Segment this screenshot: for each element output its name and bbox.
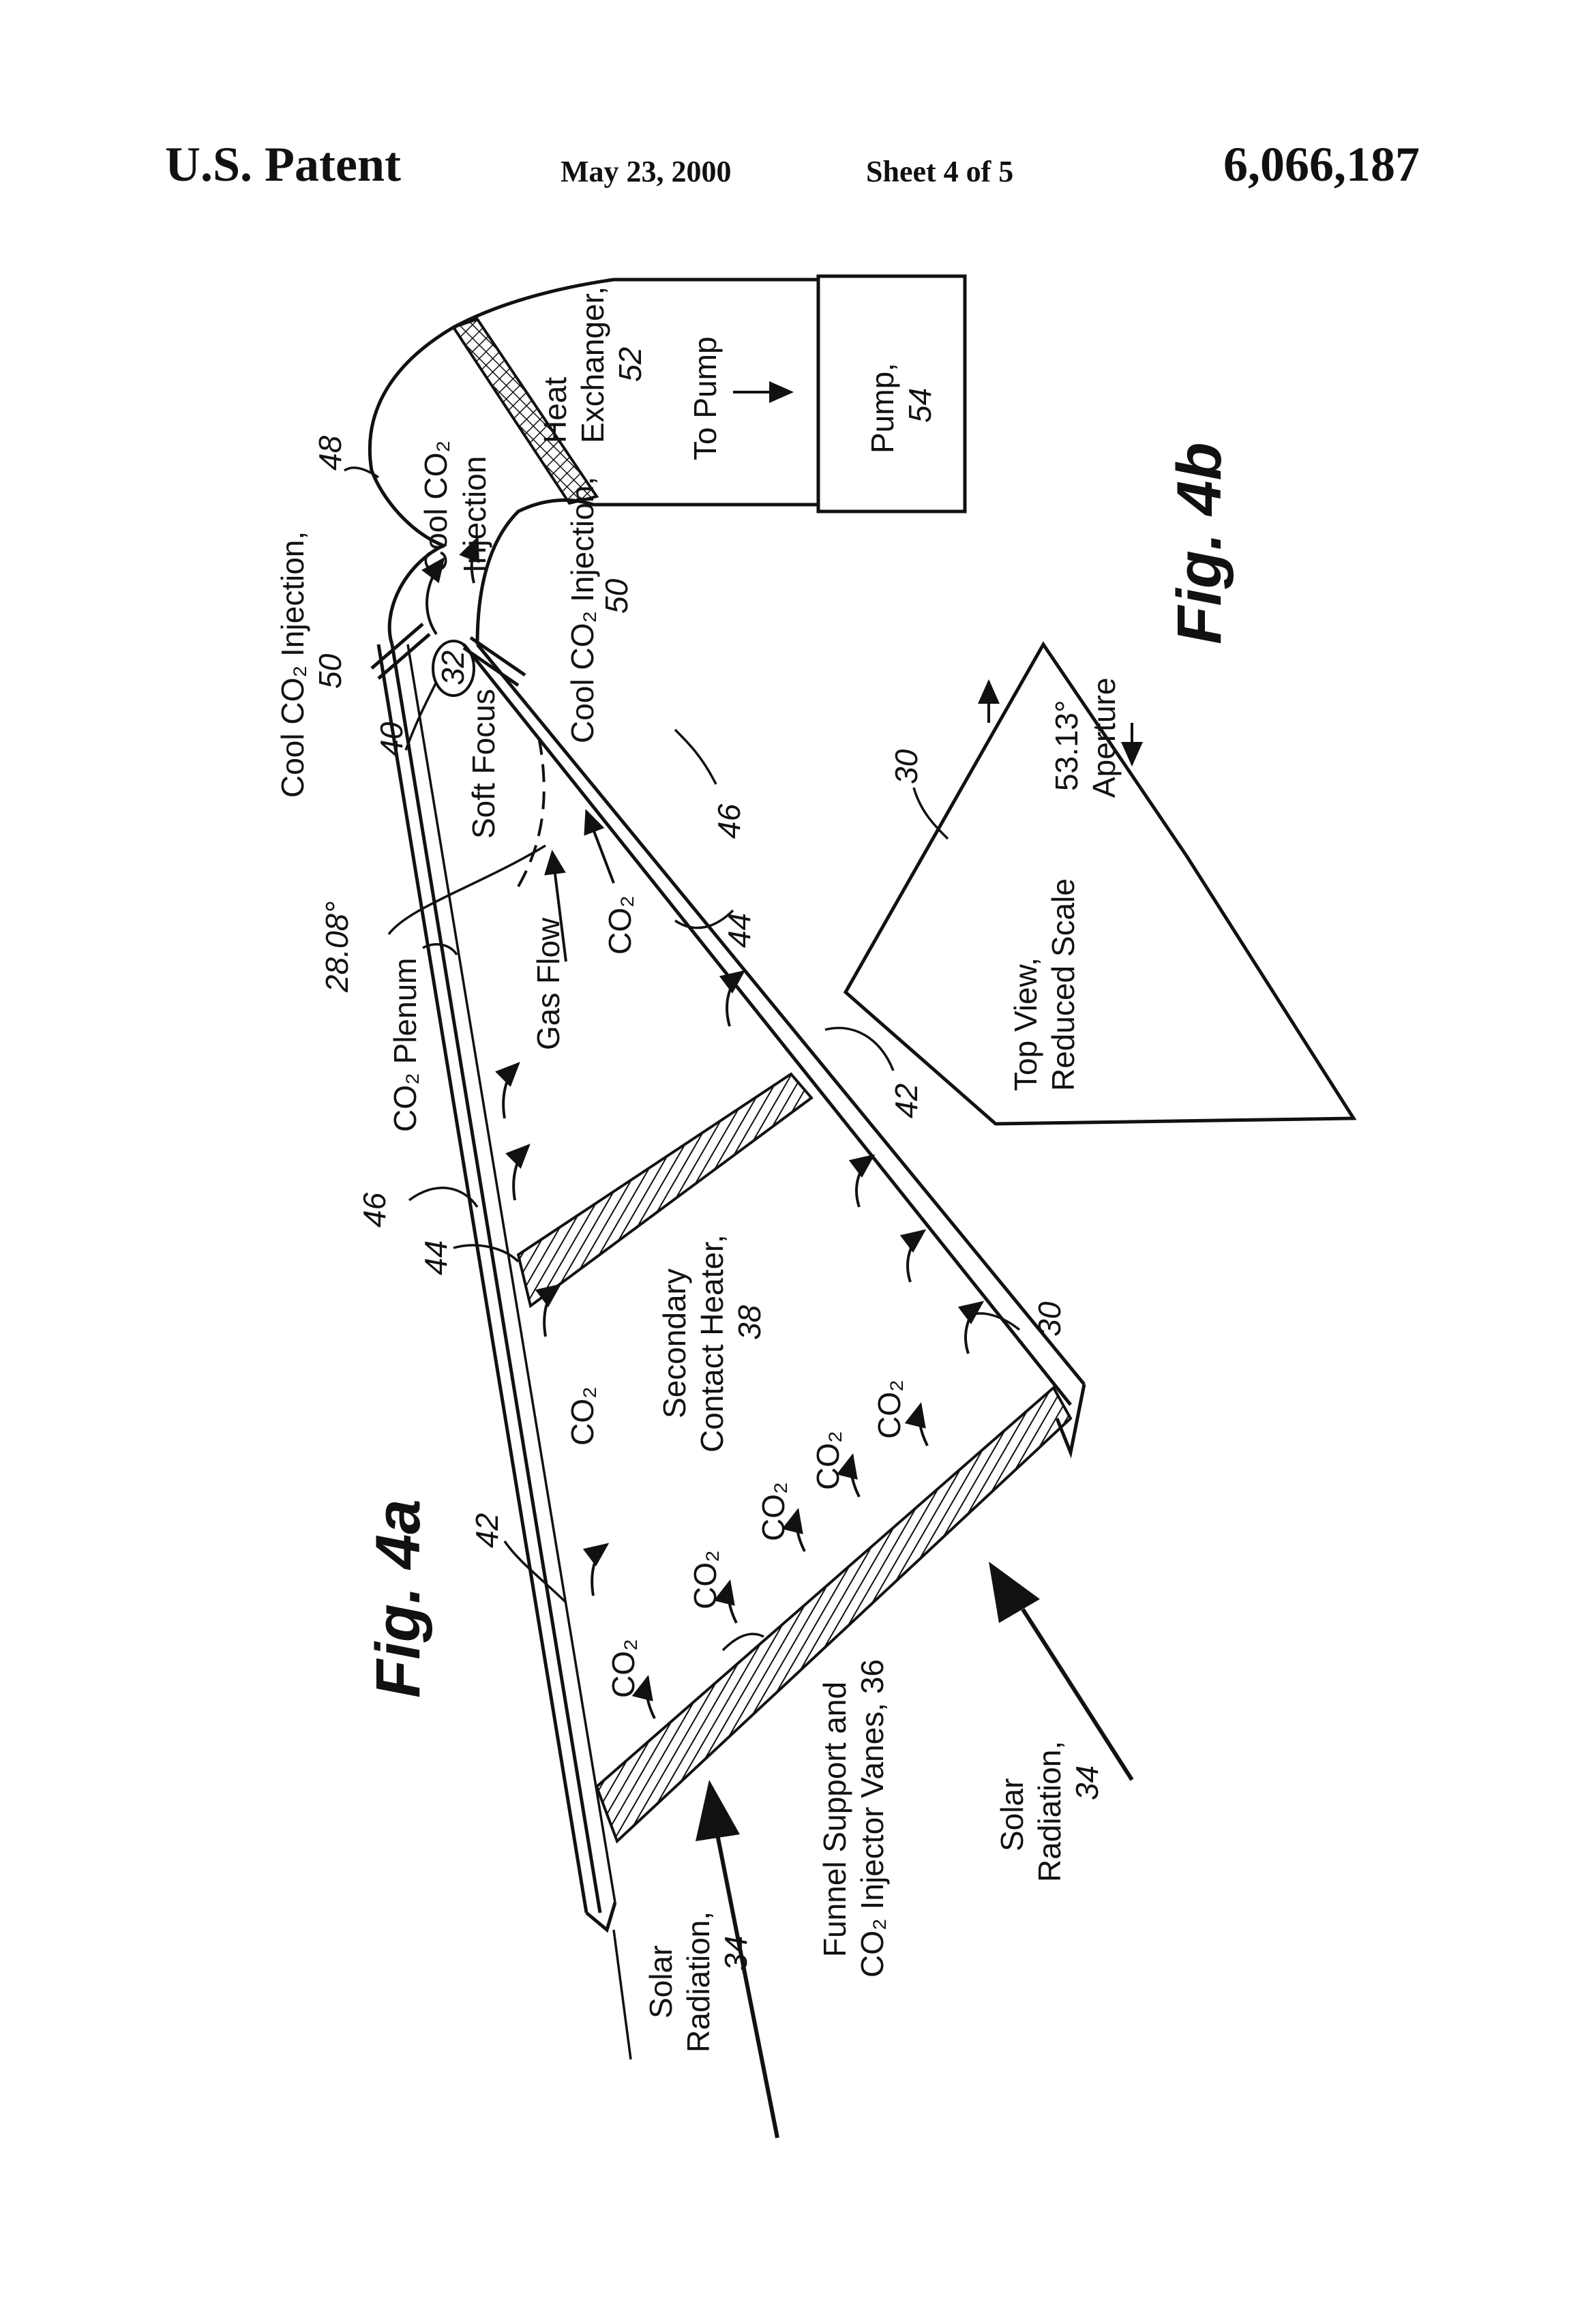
- ref-42-left: 42: [469, 1513, 505, 1548]
- vane-arrow-3: [796, 1510, 805, 1551]
- label-solar-left-1: Solar: [643, 1946, 678, 2018]
- plenum-arrow-4: [592, 1545, 607, 1596]
- label-gas-flow: Gas Flow: [531, 917, 566, 1050]
- leader-46-right: [675, 730, 716, 784]
- label-heat-exchanger-2: Exchanger,: [575, 286, 610, 443]
- ref-48: 48: [312, 435, 348, 471]
- ref-34-right: 34: [1069, 1766, 1105, 1800]
- leader-42-right: [825, 1028, 893, 1071]
- soft-focus-curve: [518, 736, 544, 887]
- label-co2-vane-4: CO₂: [810, 1431, 846, 1490]
- ref-32: 32: [435, 651, 471, 685]
- funnel-extension-line: [614, 1930, 631, 2059]
- solar-arrowhead-left: [696, 1780, 740, 1841]
- vane-arrow-5: [919, 1405, 927, 1446]
- vane-arrow-4: [851, 1456, 859, 1497]
- label-heat-exchanger-1: Heat: [537, 377, 573, 443]
- label-to-pump: To Pump: [687, 336, 723, 460]
- ref-50-right: 50: [599, 578, 634, 614]
- plenum-arrow-2: [513, 1146, 528, 1200]
- lower-arrow-2: [856, 1156, 873, 1207]
- label-top-view-1: Top View,: [1008, 957, 1043, 1091]
- ref-44-left: 44: [418, 1240, 453, 1275]
- label-soft-focus: Soft Focus: [466, 689, 501, 839]
- label-co2-vane-3: CO₂: [756, 1482, 791, 1541]
- plenum-arrow-1: [503, 1064, 518, 1118]
- label-cool-co2-center-2: Injection: [457, 456, 492, 573]
- ref-34-left: 34: [718, 1936, 753, 1971]
- vane-arrow-1: [646, 1678, 655, 1718]
- label-cool-co2-center-1: Cool CO₂: [418, 441, 453, 573]
- leader-40: [406, 682, 436, 750]
- fig-4b-label: Fig. 4b: [1165, 443, 1234, 644]
- label-top-view-2: Reduced Scale: [1045, 878, 1081, 1091]
- ref-30-funnel: 30: [1032, 1301, 1067, 1337]
- lower-arrow-3: [908, 1231, 924, 1282]
- label-co2-vane-5: CO₂: [871, 1380, 907, 1439]
- label-funnel-support-1: Funnel Support and: [817, 1682, 852, 1957]
- ref-52: 52: [612, 347, 648, 382]
- fig-4a-label: Fig. 4a: [363, 1500, 433, 1698]
- co2-flow-arrow: [586, 811, 614, 883]
- rotated-labels: Fig. 4b Fig. 4a 48 Cool CO₂ Injection He…: [275, 286, 1234, 2053]
- label-co2-plenum: CO₂ Plenum: [387, 957, 423, 1132]
- label-angle-2808: 28.08°: [319, 901, 355, 993]
- leader-30: [968, 1313, 1019, 1330]
- label-pump: Pump,: [865, 363, 900, 453]
- label-cool-co2-injection-left: Cool CO₂ Injection,: [275, 531, 310, 798]
- housing-lower-outline: [477, 500, 818, 644]
- label-funnel-support-2: CO₂ Injector Vanes, 36: [854, 1659, 890, 1978]
- ref-42-right: 42: [889, 1084, 924, 1118]
- label-solar-left-2: Radiation,: [681, 1911, 716, 2053]
- label-aperture-angle: 53.13°: [1049, 700, 1084, 791]
- label-solar-right-2: Radiation,: [1032, 1741, 1067, 1882]
- ref-46-left: 46: [357, 1192, 392, 1227]
- ref-40: 40: [374, 721, 409, 757]
- ref-50-left: 50: [312, 653, 348, 689]
- leader-30-topview: [914, 788, 948, 839]
- solar-arrow-left: [716, 1828, 777, 2138]
- ref-30-topview: 30: [889, 749, 924, 784]
- label-co2-vane-1: CO₂: [606, 1639, 641, 1698]
- lower-arrow-4: [966, 1302, 982, 1354]
- label-co2-vane-2: CO₂: [687, 1550, 723, 1609]
- label-solar-right-1: Solar: [994, 1778, 1030, 1851]
- ref-38: 38: [732, 1305, 767, 1340]
- label-cool-co2-injection-right: Cool CO₂ Injection,: [565, 477, 600, 743]
- vane-arrow-2: [728, 1582, 736, 1623]
- label-co2-plenum-mid: CO₂: [565, 1386, 600, 1446]
- label-secondary-heater-1: Secondary: [657, 1268, 692, 1418]
- label-aperture: Aperture: [1086, 678, 1122, 798]
- label-co2-upper: CO₂: [602, 895, 638, 955]
- ref-44-right: 44: [721, 913, 757, 948]
- ref-46-right: 46: [711, 803, 747, 839]
- ref-54: 54: [902, 388, 938, 423]
- solar-arrowhead-right: [989, 1562, 1040, 1623]
- label-secondary-heater-2: Contact Heater,: [694, 1234, 730, 1452]
